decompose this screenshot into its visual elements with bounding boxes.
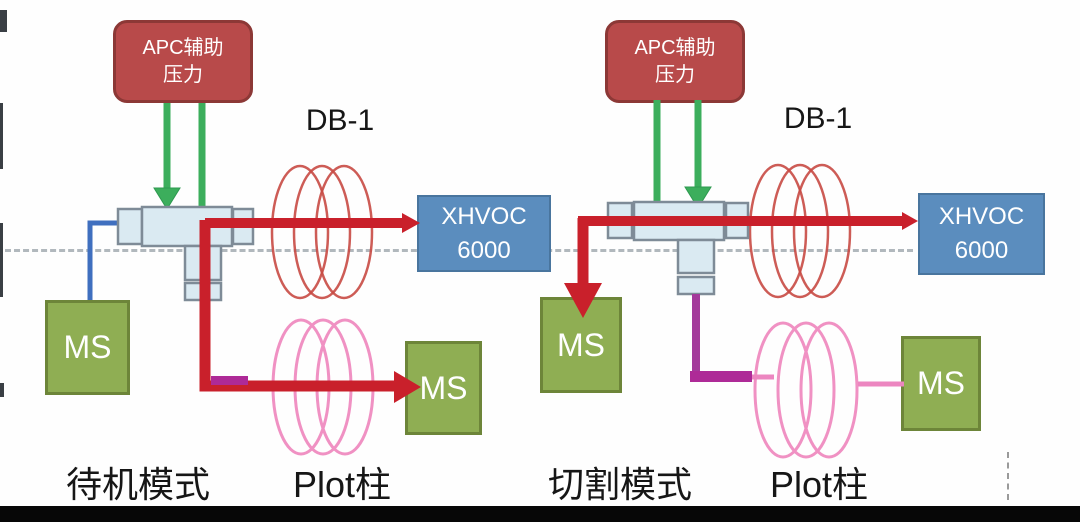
cut-flow-line-magenta	[690, 294, 774, 382]
plot-column-inlet-segment	[211, 376, 248, 385]
ms-vent-line	[87, 220, 124, 300]
scan-artifact	[0, 383, 4, 397]
db1-column-label: DB-1	[783, 102, 853, 135]
apc-label-line2: 压力	[163, 63, 203, 86]
ms-detector-left-box: MS	[540, 297, 622, 393]
sample-flow-pipe-red	[199, 213, 421, 403]
mode-caption: 切割模式	[548, 464, 693, 505]
mode-caption: 待机模式	[66, 464, 211, 505]
plot-column-coil	[753, 321, 859, 459]
plot-column-caption: Plot柱	[770, 464, 869, 505]
ms-detector-right-box: MS	[901, 336, 981, 431]
gc-label-line2: 6000	[954, 237, 1009, 264]
apc-aux-pressure-box: APC辅助 压力	[605, 20, 745, 103]
ms-detector-right-box: MS	[405, 341, 482, 435]
plot-column-caption: Plot柱	[293, 464, 392, 505]
scan-artifact	[0, 103, 3, 169]
xhvoc-6000-box: XHVOC 6000	[417, 195, 551, 272]
gc-label-line2: 6000	[457, 236, 511, 264]
db1-column-coil	[270, 164, 374, 300]
apc-label-line1: APC辅助	[634, 36, 716, 59]
apc-label-line1: APC辅助	[142, 36, 224, 59]
bottom-black-bar	[0, 506, 1080, 522]
ms-detector-left-box: MS	[45, 300, 130, 395]
db1-column-label: DB-1	[305, 104, 375, 137]
apc-supply-arrows	[153, 103, 206, 211]
scan-artifact	[0, 223, 3, 297]
scan-artifact	[0, 10, 7, 32]
cutting-mode-diagram: APC辅助 压力 DB-1 XHVOC 6000 MS MS 切割模式 Plot…	[492, 0, 1052, 506]
apc-label-line2: 压力	[655, 63, 695, 86]
db1-column-coil	[748, 163, 852, 299]
gc-label-line1: XHVOC	[441, 202, 527, 230]
gc-label-line1: XHVOC	[938, 203, 1025, 231]
xhvoc-6000-box: XHVOC 6000	[918, 193, 1045, 275]
apc-aux-pressure-box: APC辅助 压力	[113, 20, 253, 103]
apc-supply-arrows	[653, 100, 712, 209]
page-edge-dashed-mark	[1007, 452, 1009, 500]
standby-mode-diagram: APC辅助 压力 DB-1 XHVOC 6000 MS MS 待机模式 Plot…	[45, 20, 551, 505]
plot-column-coil	[271, 318, 375, 456]
switching-valve	[116, 205, 255, 302]
switching-valve	[606, 200, 750, 296]
